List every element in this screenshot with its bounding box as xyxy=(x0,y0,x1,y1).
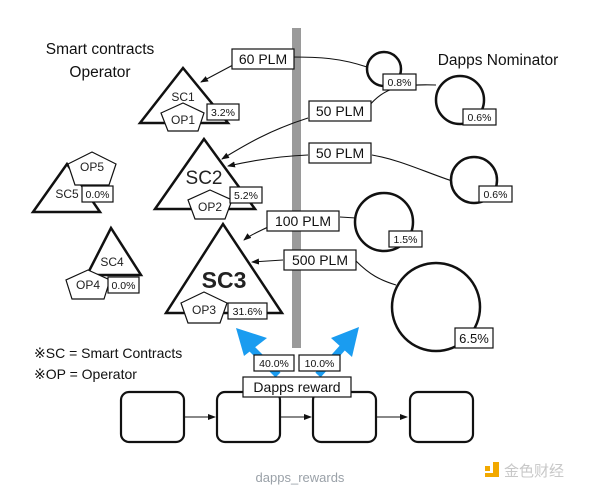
block-chain xyxy=(119,390,475,444)
svg-text:100 PLM: 100 PLM xyxy=(275,213,331,229)
watermark-text: 金色财经 xyxy=(504,462,564,480)
sc1-label: SC1 xyxy=(171,90,195,104)
plm-label-500: 500 PLM xyxy=(283,249,357,271)
plm-label-60: 60 PLM xyxy=(231,48,295,70)
svg-text:0.6%: 0.6% xyxy=(484,189,508,201)
sc5-share: 0.0% xyxy=(86,189,110,201)
connector-100plm xyxy=(339,216,357,219)
connector-50plm-b-arrow xyxy=(227,154,309,168)
svg-text:10.0%: 10.0% xyxy=(305,358,335,370)
connector-60plm-arrow xyxy=(200,64,234,83)
divider-bar xyxy=(292,28,301,348)
connector-100plm-arrow xyxy=(243,226,269,241)
op1-label: OP1 xyxy=(171,113,195,127)
op2-label: OP2 xyxy=(198,200,222,214)
contract-sc2: SC2 OP2 5.2% xyxy=(152,136,263,220)
svg-text:0.8%: 0.8% xyxy=(388,77,412,89)
svg-text:50 PLM: 50 PLM xyxy=(316,103,364,119)
op4-label: OP4 xyxy=(76,278,100,292)
sc3-share: 31.6% xyxy=(233,306,263,318)
sc2-share: 5.2% xyxy=(234,190,258,202)
sc1-share: 3.2% xyxy=(211,107,235,119)
operator-heading-line2: Operator xyxy=(69,64,130,81)
operator-heading-line1: Smart contracts xyxy=(46,41,155,58)
connector-500plm-arrow xyxy=(251,258,284,265)
svg-text:1.5%: 1.5% xyxy=(394,234,418,246)
contract-sc5: OP5 SC5 0.0% xyxy=(30,151,117,214)
watermark: 金色财经 xyxy=(485,462,564,480)
svg-text:50 PLM: 50 PLM xyxy=(316,145,364,161)
sc4-label: SC4 xyxy=(100,255,124,269)
op1-pentagon xyxy=(160,102,205,132)
legend-op: ※OP = Operator xyxy=(34,366,137,382)
svg-text:0.6%: 0.6% xyxy=(468,112,492,124)
block-2 xyxy=(215,390,282,444)
sc3-label: SC3 xyxy=(202,267,247,293)
nominator-circle-2: 0.6% xyxy=(434,74,497,126)
plm-label-100: 100 PLM xyxy=(266,210,340,232)
sc2-label: SC2 xyxy=(186,168,223,189)
contract-sc3: SC3 OP3 31.6% xyxy=(163,221,285,324)
connector-50plm-a-arrow xyxy=(221,117,309,160)
op5-pentagon xyxy=(67,151,117,186)
plm-label-50-a: 50 PLM xyxy=(308,100,372,122)
contract-sc1: SC1 OP1 3.2% xyxy=(137,65,240,132)
sc5-label: SC5 xyxy=(55,187,79,201)
legend-sc: ※SC = Smart Contracts xyxy=(34,345,182,361)
nominator-circle-3: 0.6% xyxy=(449,155,513,205)
sc4-share: 0.0% xyxy=(112,280,136,292)
figure-caption: dapps_rewards xyxy=(256,470,345,485)
svg-text:Dapps reward: Dapps reward xyxy=(253,379,340,395)
nominator-circle-5: 6.5% xyxy=(390,261,494,353)
op3-pentagon xyxy=(180,291,228,324)
svg-text:500 PLM: 500 PLM xyxy=(292,252,348,268)
dapps-reward-label: Dapps reward xyxy=(242,376,352,398)
split-operator-label: 40.0% xyxy=(253,354,295,372)
nominator-heading: Dapps Nominator xyxy=(438,52,559,69)
nominator-circle-1: 0.8% xyxy=(365,50,417,91)
svg-text:40.0%: 40.0% xyxy=(259,358,289,370)
connector-60plm xyxy=(289,56,368,68)
op4-pentagon xyxy=(65,269,111,300)
split-nominator-label: 10.0% xyxy=(298,354,341,372)
block-4 xyxy=(408,390,475,444)
nominator-circle-4: 1.5% xyxy=(353,191,423,253)
plm-label-50-b: 50 PLM xyxy=(308,142,372,164)
block-3 xyxy=(311,390,378,444)
contract-sc4: SC4 OP4 0.0% xyxy=(65,225,144,300)
op2-pentagon xyxy=(187,189,233,220)
watermark-logo-icon xyxy=(485,462,499,477)
connector-50plm-b xyxy=(371,154,453,182)
svg-text:60 PLM: 60 PLM xyxy=(239,51,287,67)
block-1 xyxy=(119,390,186,444)
connector-500plm xyxy=(355,260,397,286)
svg-text:6.5%: 6.5% xyxy=(459,331,489,346)
op3-label: OP3 xyxy=(192,303,216,317)
op5-label: OP5 xyxy=(80,160,104,174)
